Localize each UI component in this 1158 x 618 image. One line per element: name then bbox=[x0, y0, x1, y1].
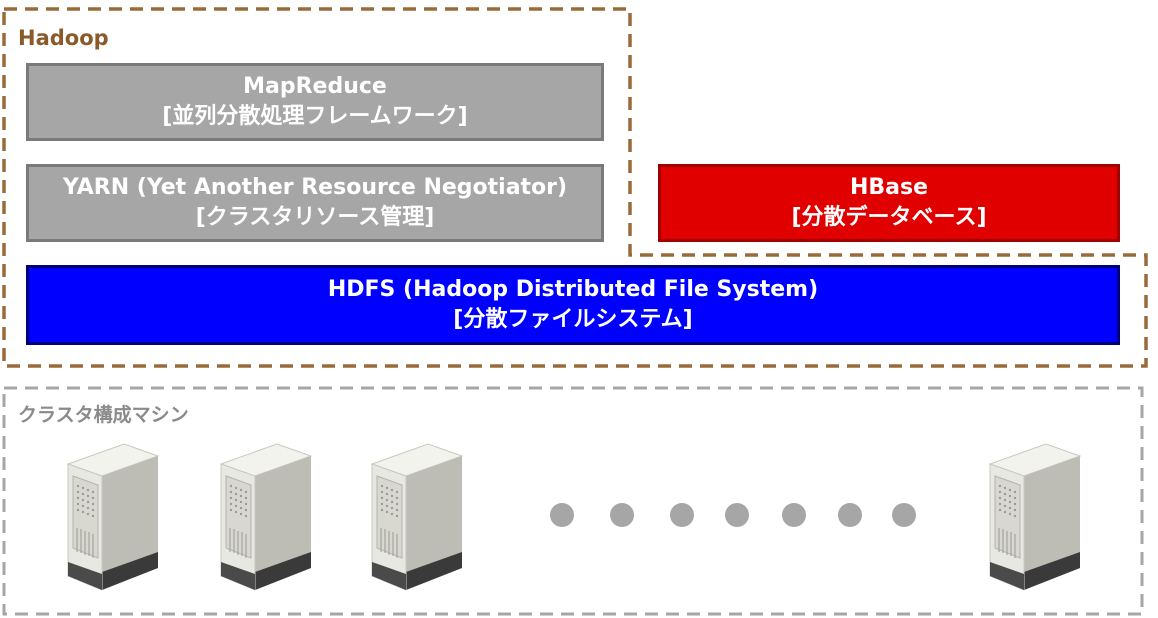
cluster-group-label: クラスタ構成マシン bbox=[18, 404, 189, 426]
cluster-group-border bbox=[2, 386, 1144, 616]
mapreduce-subtitle: [並列分散処理フレームワーク] bbox=[162, 104, 468, 129]
yarn-subtitle: [クラスタリソース管理] bbox=[195, 205, 435, 230]
hdfs-block: HDFS (Hadoop Distributed File System) [分… bbox=[26, 265, 1120, 345]
server-tower-icon bbox=[986, 440, 1082, 596]
hdfs-subtitle: [分散ファイルシステム] bbox=[453, 307, 693, 332]
server-tower-icon bbox=[368, 440, 464, 596]
hbase-block: HBase [分散データベース] bbox=[658, 164, 1120, 242]
hbase-subtitle: [分散データベース] bbox=[791, 205, 987, 230]
yarn-title: YARN (Yet Another Resource Negotiator) bbox=[62, 175, 568, 200]
server-tower-icon bbox=[217, 440, 313, 596]
hbase-title: HBase bbox=[849, 175, 929, 200]
hdfs-title: HDFS (Hadoop Distributed File System) bbox=[327, 277, 819, 302]
mapreduce-block: MapReduce [並列分散処理フレームワーク] bbox=[26, 63, 604, 141]
hadoop-group-border bbox=[2, 7, 1148, 368]
ellipsis-dots bbox=[550, 503, 916, 527]
yarn-block: YARN (Yet Another Resource Negotiator) [… bbox=[26, 164, 604, 242]
hadoop-group-label: Hadoop bbox=[18, 26, 109, 50]
server-tower-icon bbox=[64, 440, 160, 596]
mapreduce-title: MapReduce bbox=[243, 74, 387, 99]
